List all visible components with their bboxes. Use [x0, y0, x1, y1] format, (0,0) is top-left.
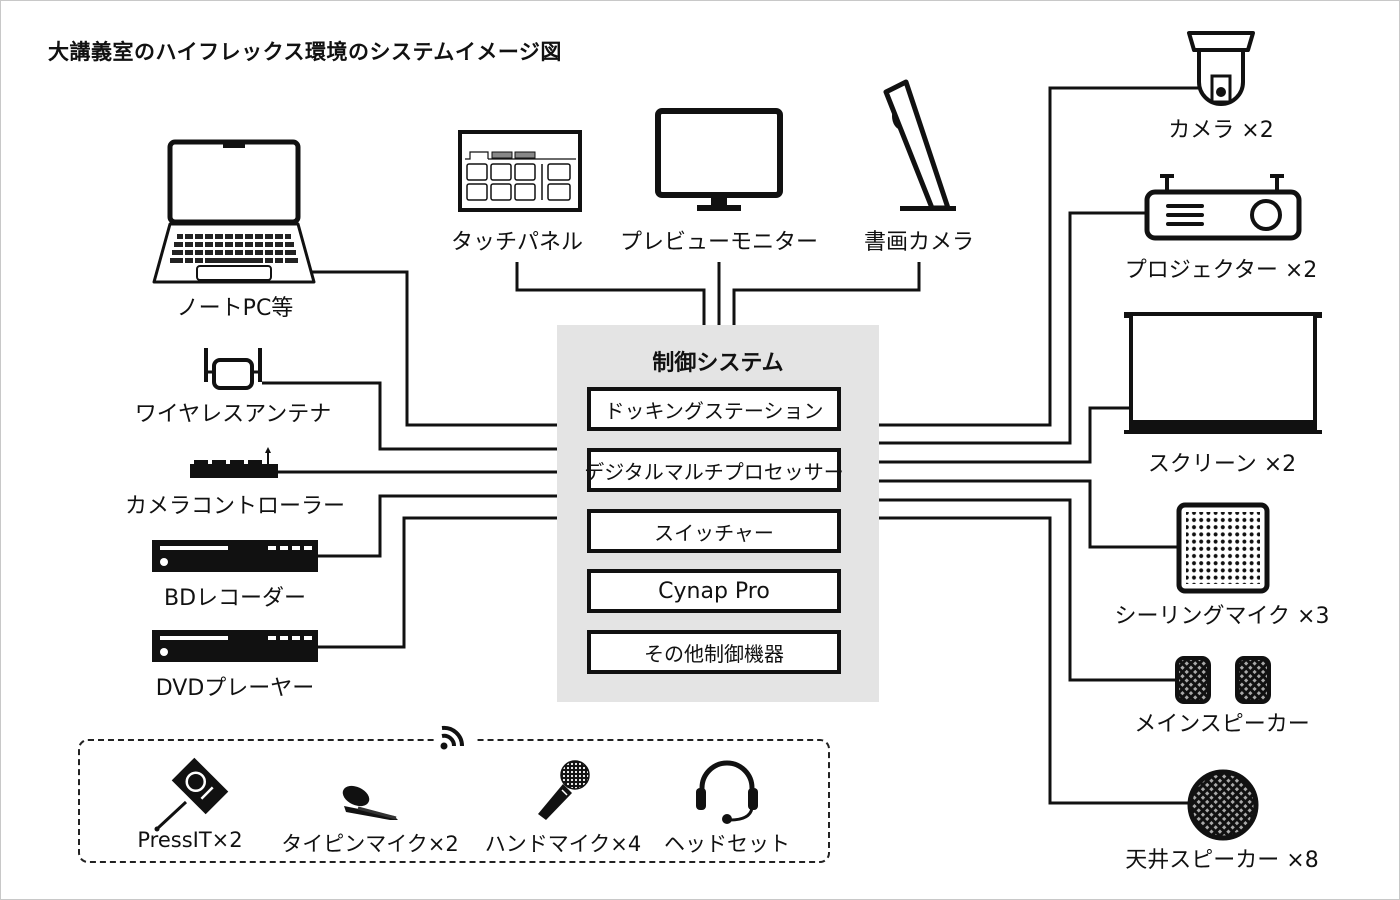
- main-speaker-label: メインスピーカー: [1134, 712, 1310, 737]
- projector-label: プロジェクター ×2: [1124, 258, 1318, 283]
- bd-recorder-label: BDレコーダー: [163, 586, 307, 611]
- handheld-mic-icon: [538, 760, 590, 820]
- ceiling-mic-icon: [1176, 502, 1270, 594]
- camera-controller-label: カメラコントローラー: [124, 494, 346, 519]
- wire-laptop: [312, 270, 557, 427]
- wire-antenna: [262, 381, 557, 451]
- module-docking-station: ドッキングステーション: [587, 387, 841, 431]
- ceiling-mic-label: シーリングマイク ×3: [1114, 604, 1330, 629]
- laptop-icon: [152, 139, 316, 284]
- headset-icon: [696, 760, 758, 824]
- screen-label: スクリーン ×2: [1147, 452, 1297, 477]
- bd-recorder-icon: [152, 540, 318, 572]
- wire-camera: [879, 86, 1200, 427]
- dvd-player-label: DVDプレーヤー: [155, 676, 315, 701]
- headset-label: ヘッドセット: [664, 832, 790, 856]
- camera-label: カメラ ×2: [1168, 118, 1274, 143]
- lavalier-mic-icon: [342, 785, 398, 820]
- touch-panel-icon: [458, 130, 582, 212]
- ceiling-speaker-icon: [1187, 769, 1259, 841]
- module-switcher: スイッチャー: [587, 509, 841, 553]
- ptz-camera-icon: [1187, 31, 1255, 106]
- diagram-title: 大講義室のハイフレックス環境のシステムイメージ図: [48, 40, 562, 64]
- module-other-controllers: その他制御機器: [587, 630, 841, 674]
- module-cynap-pro: Cynap Pro: [587, 569, 841, 613]
- wire-screen: [879, 406, 1130, 464]
- pressit-icon: [154, 757, 229, 832]
- lavalier-mic-label: タイピンマイク×2: [281, 832, 459, 856]
- wire-touch-panel: [515, 262, 706, 325]
- wire-dvd-player: [316, 516, 557, 649]
- handheld-mic-label: ハンドマイク×4: [484, 832, 642, 856]
- projector-icon: [1144, 174, 1302, 241]
- wifi-icon: [436, 722, 474, 752]
- pressit-label: PressIT×2: [137, 828, 243, 852]
- wire-projector: [879, 211, 1146, 445]
- wireless-antenna-icon: [204, 348, 262, 390]
- wire-ceiling-speaker: [879, 516, 1188, 805]
- laptop-label: ノートPC等: [176, 296, 294, 321]
- wire-document-camera: [732, 262, 921, 325]
- touch-panel-label: タッチパネル: [450, 230, 584, 255]
- camera-controller-icon: [190, 447, 278, 478]
- document-camera-label: 書画カメラ: [863, 230, 975, 255]
- dvd-player-icon: [152, 630, 318, 662]
- module-digital-multi-processor: デジタルマルチプロセッサー: [584, 448, 844, 492]
- preview-monitor-label: プレビューモニター: [619, 230, 819, 255]
- control-system-title: 制御システム: [652, 351, 784, 376]
- wire-bd-recorder: [316, 494, 557, 558]
- wire-ceiling-mic: [879, 479, 1178, 549]
- main-speaker-icon: [1175, 656, 1271, 704]
- document-camera-icon: [883, 79, 956, 211]
- wireless-antenna-label: ワイヤレスアンテナ: [134, 402, 332, 427]
- ceiling-speaker-label: 天井スピーカー ×8: [1125, 848, 1319, 873]
- monitor-icon: [655, 108, 783, 211]
- wire-main-speaker: [879, 498, 1177, 682]
- screen-icon: [1124, 312, 1322, 434]
- control-system-panel: 制御システム ドッキングステーション デジタルマルチプロセッサー スイッチャー …: [557, 325, 879, 702]
